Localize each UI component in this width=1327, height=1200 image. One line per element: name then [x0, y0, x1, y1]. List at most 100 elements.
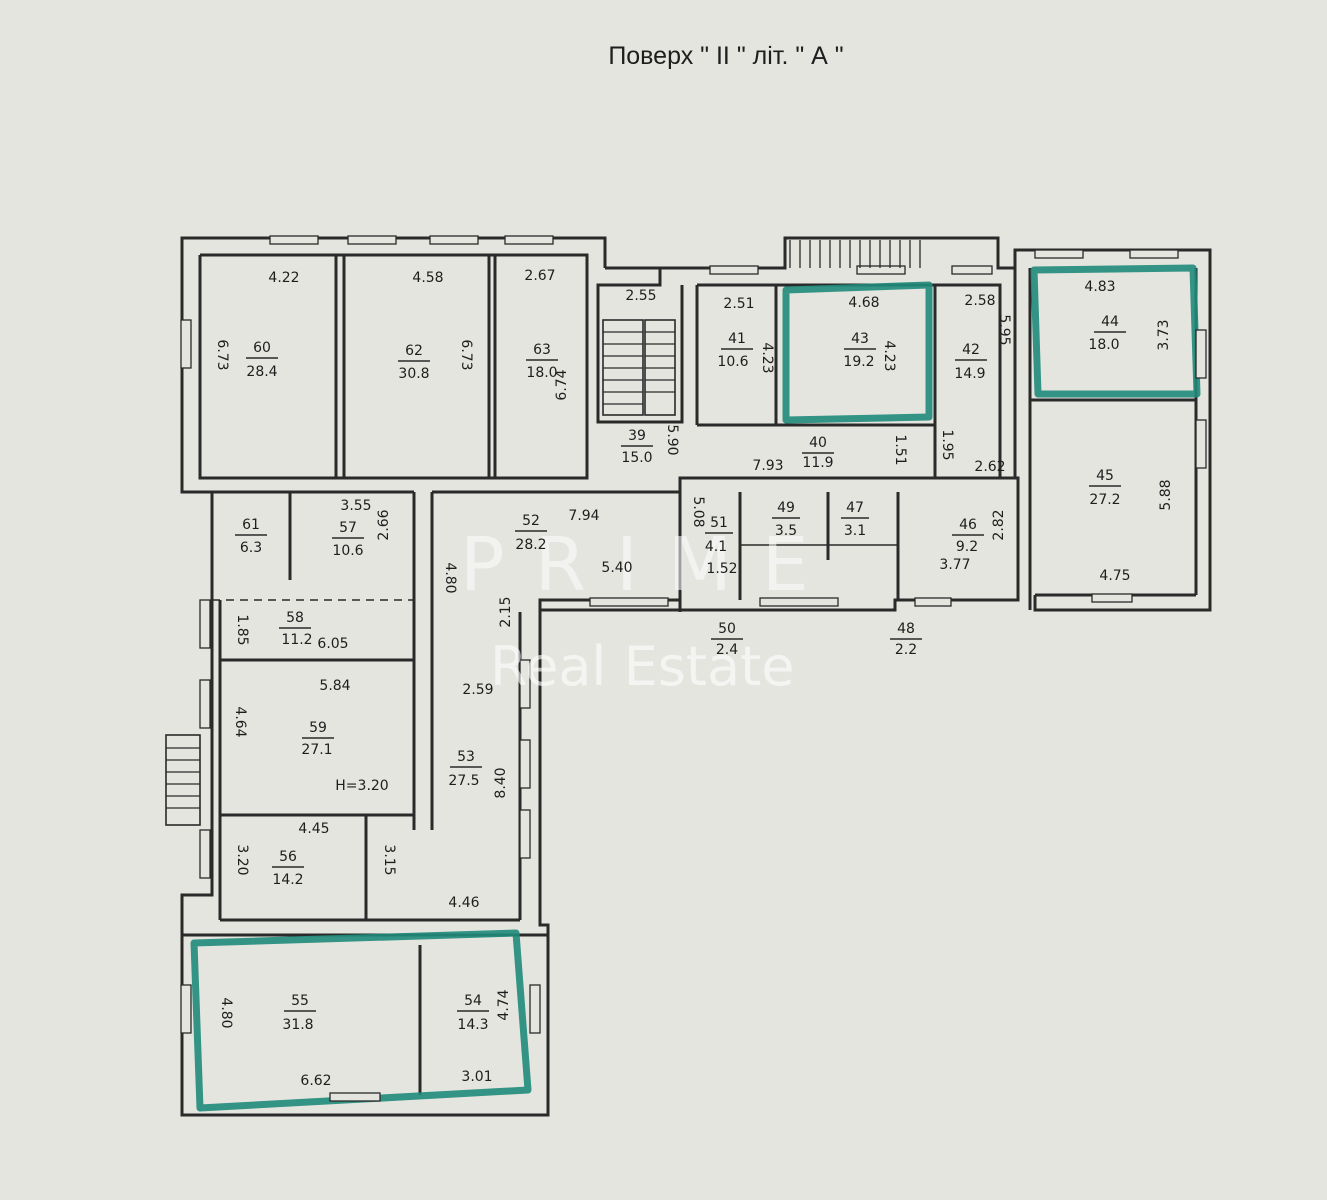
- room-43-width: 4.68: [848, 295, 879, 311]
- wall-outer-inner-left: [198, 253, 589, 480]
- room-59-length: 4.64: [232, 706, 248, 737]
- room-60-length: 6.73: [214, 339, 230, 370]
- window-54-right: [529, 984, 541, 1034]
- window-55-bottom: [329, 1092, 381, 1102]
- room-42-area: 14.9: [954, 366, 985, 382]
- room-62-area: 30.8: [398, 366, 429, 382]
- window-53-b: [519, 739, 531, 789]
- room-51-area: 4.1: [705, 539, 727, 555]
- room-39-length: 5.90: [664, 424, 680, 455]
- window-45-bottom: [1091, 593, 1133, 603]
- room-45-area: 27.2: [1089, 492, 1120, 508]
- highlight-room-55-54: [190, 929, 532, 1112]
- room-40-area: 11.9: [802, 455, 833, 471]
- room-40-number: 40: [809, 435, 827, 451]
- room-53-width: 2.59: [462, 682, 493, 698]
- room-58-width: 6.05: [317, 636, 348, 652]
- window-56-left: [199, 829, 211, 879]
- room-52-area: 28.2: [515, 537, 546, 553]
- dim-extra-2: 2.15: [498, 596, 514, 627]
- window-41: [709, 265, 759, 275]
- room-50-number: 50: [718, 621, 736, 637]
- room-57-length: 2.66: [376, 509, 392, 540]
- room-42-number: 42: [962, 342, 980, 358]
- window-43: [856, 265, 906, 275]
- room-54-width: 3.01: [461, 1069, 492, 1085]
- window-53-c: [519, 809, 531, 859]
- window-44b: [1129, 249, 1179, 259]
- room-47-number: 47: [846, 500, 864, 516]
- room-59-area: 27.1: [301, 742, 332, 758]
- room-42-length: 5.95: [996, 314, 1012, 345]
- room-46-number: 46: [959, 517, 977, 533]
- room-51-number: 51: [710, 515, 728, 531]
- room-60-width: 4.22: [268, 270, 299, 286]
- highlight-room-43: [782, 281, 933, 424]
- room-61-number: 61: [242, 517, 260, 533]
- stairs-top: [789, 240, 921, 268]
- room-46-length: 2.82: [991, 509, 1007, 540]
- room-46-width: 3.77: [939, 557, 970, 573]
- room-45-number: 45: [1096, 468, 1114, 484]
- window-52-bottom: [589, 597, 669, 607]
- room-46-area: 9.2: [956, 539, 978, 555]
- room-52-width: 7.94: [568, 508, 599, 524]
- room-44-length: 3.73: [1156, 319, 1172, 350]
- room-60-area: 28.4: [246, 364, 277, 380]
- window-45-right: [1195, 419, 1207, 469]
- window-44a: [1034, 249, 1084, 259]
- room-57-width: 3.55: [340, 498, 371, 514]
- room-59-width: 5.84: [319, 678, 350, 694]
- room-63-number: 63: [533, 342, 551, 358]
- room-43-area: 19.2: [843, 354, 874, 370]
- room-41-area: 10.6: [717, 354, 748, 370]
- room-53-number: 53: [457, 749, 475, 765]
- room-61-area: 6.3: [240, 540, 262, 556]
- stairs-main: [602, 319, 676, 416]
- dim-extra-4: 4.46: [448, 895, 479, 911]
- watermark-brand: PRIME: [460, 522, 838, 608]
- room-39-width: 2.55: [625, 288, 656, 304]
- room-44-number: 44: [1101, 314, 1119, 330]
- wall-lower-row: [432, 476, 1020, 612]
- room-45-width: 4.75: [1099, 568, 1130, 584]
- room-51-width: 1.52: [706, 561, 737, 577]
- window-46-bottom: [914, 597, 952, 607]
- highlight-room-44: [1030, 264, 1201, 398]
- room-55-number: 55: [291, 993, 309, 1009]
- room-62-number: 62: [405, 343, 423, 359]
- window-42: [951, 265, 993, 275]
- room-40-length: 1.51: [892, 434, 908, 465]
- room-62-length: 6.73: [458, 339, 474, 370]
- ceiling-height: H=3.20: [335, 778, 388, 794]
- room-60-number: 60: [253, 340, 271, 356]
- room-39-number: 39: [628, 428, 646, 444]
- window-50-bottom: [759, 597, 839, 607]
- extra-dimensions: 4.80 2.15 3.15 4.46 2.62 1.95: [381, 429, 1006, 911]
- room-43-number: 43: [851, 331, 869, 347]
- room-49-number: 49: [777, 500, 795, 516]
- room-63-length: 6.74: [554, 369, 570, 400]
- room-48-number: 48: [897, 621, 915, 637]
- room-41-length: 4.23: [759, 342, 775, 373]
- room-57-area: 10.6: [332, 543, 363, 559]
- dim-extra-3: 3.15: [381, 844, 397, 875]
- window-62b: [429, 235, 479, 245]
- room-59-number: 59: [309, 720, 327, 736]
- room-42-width: 2.58: [964, 293, 995, 309]
- room-63-area: 18.0: [526, 365, 557, 381]
- window-53-a: [519, 659, 531, 709]
- room-58-area: 11.2: [281, 632, 312, 648]
- window-55-left: [180, 984, 192, 1034]
- window-62a: [347, 235, 397, 245]
- room-41-width: 2.51: [723, 296, 754, 312]
- window-60: [269, 235, 319, 245]
- highlighted-rooms: [190, 264, 1201, 1112]
- dim-extra-7: 1.95: [939, 429, 955, 460]
- room-43-length: 4.23: [881, 340, 897, 371]
- room-48-area: 2.2: [895, 642, 917, 658]
- room-44-width: 4.83: [1084, 279, 1115, 295]
- room-39-area: 15.0: [621, 450, 652, 466]
- room-57-number: 57: [339, 520, 357, 536]
